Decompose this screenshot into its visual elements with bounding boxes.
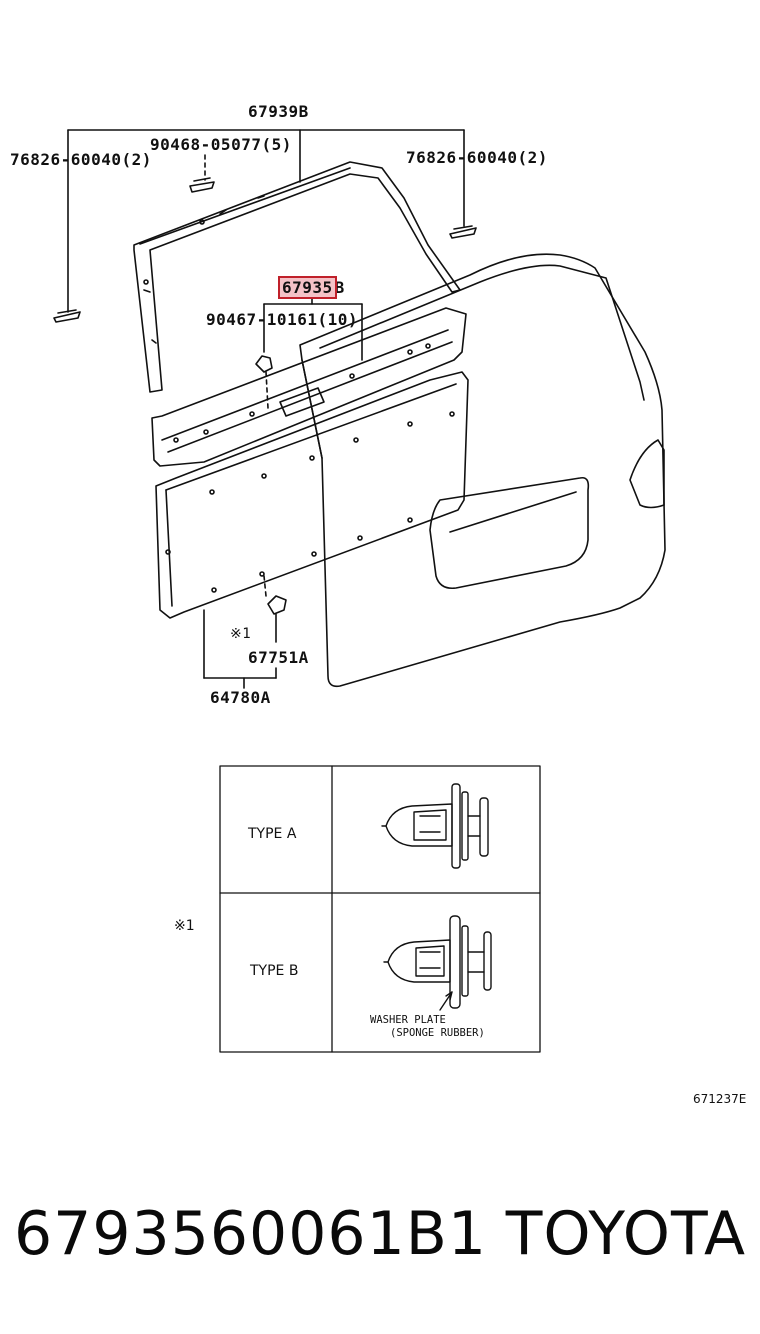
label-67751a[interactable]: 67751A bbox=[248, 648, 309, 667]
type-a-clip-icon bbox=[381, 783, 489, 869]
label-76826-left[interactable]: 76826-60040(2) bbox=[10, 150, 152, 169]
washer-plate-callout: WASHER PLATE bbox=[370, 1014, 446, 1026]
fastener-67751a-icon bbox=[263, 575, 287, 643]
sponge-rubber-callout: (SPONGE RUBBER) bbox=[390, 1027, 485, 1039]
clip-top-icon bbox=[189, 177, 215, 193]
note-mark: ※1 bbox=[230, 626, 252, 642]
leader-67939b bbox=[67, 129, 465, 313]
upper-garnish-frame bbox=[133, 161, 461, 393]
clip-left-icon bbox=[53, 309, 81, 323]
label-67939b[interactable]: 67939B bbox=[248, 102, 309, 121]
clip-right-icon bbox=[449, 225, 477, 239]
clip-type-table bbox=[219, 765, 541, 1053]
type-a-label: TYPE A bbox=[248, 826, 297, 842]
table-note-mark: ※1 bbox=[174, 918, 195, 934]
label-90468[interactable]: 90468-05077(5) bbox=[150, 135, 292, 154]
label-64780a[interactable]: 64780A bbox=[210, 688, 271, 707]
middle-garnish bbox=[151, 307, 467, 467]
highlighted-part-number: 67935 bbox=[278, 276, 337, 299]
lower-trim-board bbox=[155, 371, 469, 619]
type-b-label: TYPE B bbox=[250, 963, 299, 979]
footer-brand: TOYOTA bbox=[505, 1199, 746, 1269]
label-67935b-suffix: B bbox=[334, 278, 345, 297]
fastener-90467-icon bbox=[255, 355, 273, 409]
label-90467[interactable]: 90467-10161(10) bbox=[206, 310, 358, 329]
leader-67935b bbox=[263, 297, 363, 361]
back-door-outline bbox=[299, 253, 666, 688]
type-b-clip-icon bbox=[383, 915, 492, 1011]
figure-code: 671237E bbox=[693, 1092, 747, 1106]
footer: 6793560061B1 TOYOTA bbox=[14, 1196, 746, 1272]
label-76826-right[interactable]: 76826-60040(2) bbox=[406, 148, 548, 167]
footer-part-number: 6793560061B1 bbox=[14, 1199, 488, 1269]
leader-64780a bbox=[203, 609, 277, 689]
